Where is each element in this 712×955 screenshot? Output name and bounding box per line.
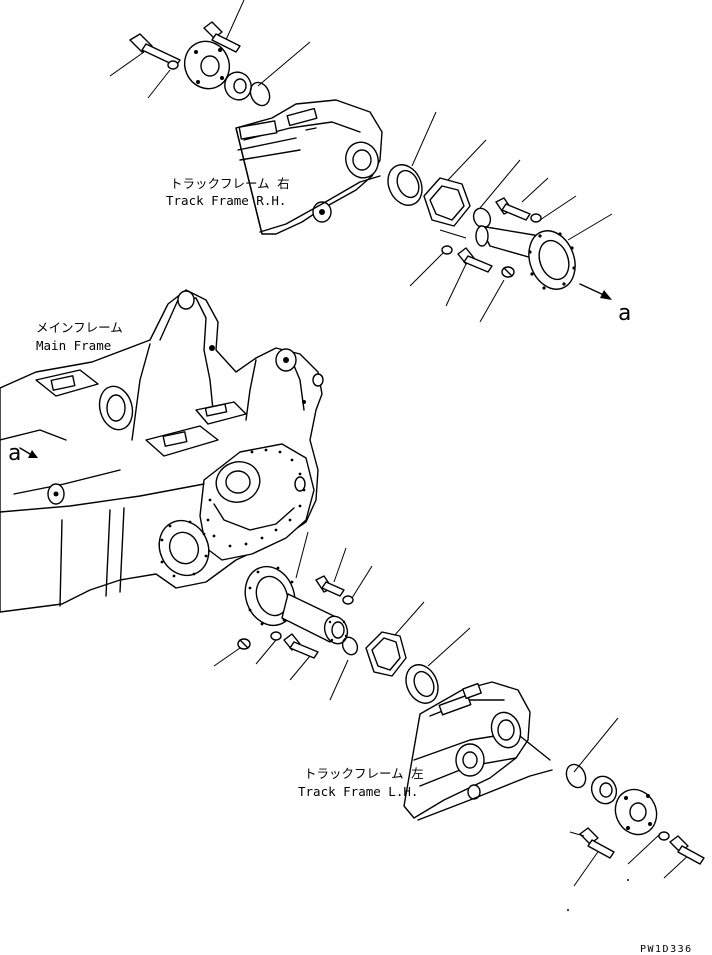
leader-line [521, 177, 549, 203]
main-frame-body [0, 289, 324, 613]
reference-label-a-left: a [8, 441, 21, 466]
washer-part [530, 213, 542, 223]
bolt-part [669, 835, 705, 865]
leader-line [479, 279, 505, 323]
spindle-shaft-part [244, 565, 349, 645]
leader-line [427, 627, 471, 667]
seal-part [387, 164, 423, 206]
leader-line [447, 139, 487, 181]
seal-part [405, 664, 439, 704]
main-frame-label-en: Main Frame [36, 338, 111, 353]
bolt-part [457, 247, 493, 273]
drawing-code: PW1D336 [640, 944, 693, 955]
reference-label-a-right: a [618, 301, 631, 326]
plug-part [237, 638, 251, 650]
flange-plate-part [183, 40, 231, 90]
bolt-part [203, 21, 241, 53]
cover-plate-part [423, 177, 471, 239]
leader-line [567, 213, 613, 241]
bolt-part [495, 197, 531, 221]
main-frame-assembly: メインフレーム Main Frame [0, 289, 324, 613]
leader-line [295, 531, 309, 579]
track-frame-rh-body [235, 99, 383, 235]
leader-line [257, 41, 311, 87]
leader-line [627, 833, 661, 865]
leader-line [445, 263, 467, 307]
leader-line [213, 647, 241, 667]
leader-line [255, 639, 277, 665]
o-ring-part [341, 636, 359, 656]
leader-line [393, 601, 425, 637]
leader-line [289, 655, 311, 681]
plug-part [501, 266, 515, 278]
washer-part [167, 60, 179, 70]
track-frame-lh-label-jp: トラックフレーム 左 [304, 766, 424, 781]
dot-mark [627, 879, 629, 881]
bolt-part [283, 633, 319, 659]
leader-line [539, 195, 577, 221]
cap-part [224, 71, 252, 101]
reference-arrow-a-left [19, 447, 38, 458]
o-ring-part [249, 81, 271, 107]
track-frame-lh-body [403, 681, 553, 821]
leader-line [224, 0, 245, 43]
track-frame-rh-label-jp: トラックフレーム 右 [170, 176, 290, 191]
washer-part [441, 245, 453, 255]
cap-part [590, 775, 618, 805]
leader-line [573, 845, 603, 887]
bolt-part [569, 827, 615, 859]
leader-line [333, 547, 347, 583]
track-frame-rh-label-en: Track Frame R.H. [166, 193, 286, 208]
cover-plate-part [365, 631, 407, 677]
flange-plate-part [614, 788, 658, 836]
leader-line [411, 111, 437, 167]
track-frame-rh-assembly: トラックフレーム 右 Track Frame R.H. [109, 0, 631, 326]
dot-mark [567, 909, 569, 911]
track-frame-lh-label-en: Track Frame L.H. [298, 784, 418, 799]
washer-part [342, 595, 354, 605]
leader-line [479, 159, 521, 209]
track-frame-lh-assembly: トラックフレーム 左 Track Frame L.H. [213, 531, 705, 911]
main-frame-label-jp: メインフレーム [36, 320, 123, 335]
reference-arrow-a-right [579, 283, 612, 300]
washer-part [270, 631, 282, 641]
leader-line [409, 251, 445, 287]
leader-line [147, 69, 171, 99]
spindle-shaft-part [475, 225, 576, 290]
leader-line [329, 659, 349, 701]
leader-line [109, 51, 145, 77]
leader-line [351, 565, 373, 599]
o-ring-part [565, 763, 587, 789]
bolt-part [315, 575, 345, 597]
leader-line [573, 717, 619, 773]
washer-part [658, 831, 670, 841]
